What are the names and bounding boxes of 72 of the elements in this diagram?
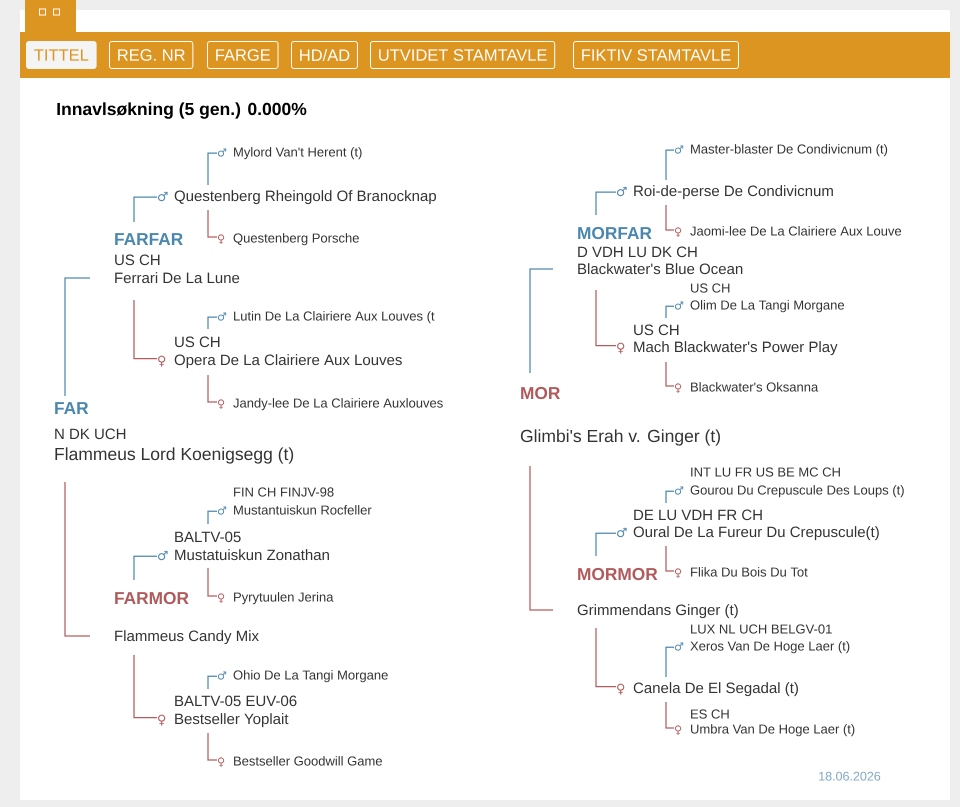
relation-heading: MORMOR (578, 568, 658, 580)
relation-heading: MOR (521, 386, 560, 400)
pedigree-entry: ♀ Flika Du Bois Du Tot (674, 567, 808, 578)
pedigree-entry: LUX NL UCH BELGV-01 ♂ Xeros Van De Hoge Laer (t) (674, 624, 850, 654)
connector-line (665, 546, 674, 572)
connector-line (529, 466, 553, 611)
pedigree-entry: US CH Ferrari De La Lune (115, 254, 240, 284)
date-text: 18.06.2026 (819, 772, 880, 781)
relation-heading: FARMOR (115, 592, 189, 604)
connector-line (665, 205, 674, 231)
connector-line (64, 482, 90, 637)
connector-line (133, 300, 157, 360)
connector-line (133, 196, 157, 222)
connector-line (665, 362, 674, 387)
relation-heading: FARFAR (115, 233, 183, 245)
pedigree-entry: US CH ♀ Mach Blackwater's Power Play (617, 324, 838, 356)
heading: Innavlsøkning (5 gen.) 0.000% (57, 102, 306, 119)
relation-heading: FAR (55, 402, 88, 414)
pedigree-entry: ♂ Roi-de-perse De Condivicnum (617, 185, 833, 200)
connector-line (207, 152, 217, 185)
pedigree-entry: Grimmendans Ginger (t) (578, 604, 738, 618)
pedigree-entry: ♀ Questenberg Porsche (218, 233, 359, 246)
pedigree-entry: N DK UCH Flammeus Lord Koenigsegg (t) (55, 428, 294, 464)
relation-heading: MORFAR (578, 226, 652, 240)
toggle-button: FIKTIV STAMTAVLE (573, 41, 739, 69)
pedigree-entry: ♂ Questenberg Rheingold Of Branocknap (158, 190, 436, 204)
connector-line (207, 568, 217, 597)
connector-line (595, 532, 616, 556)
pedigree-entry: BALTV-05 EUV-06 ♀ Bestseller Yoplait (158, 696, 296, 728)
connector-line (665, 490, 674, 503)
pedigree-entry: US CH ♂ Olim De La Tangi Morgane (674, 283, 844, 312)
pedigree-entry: ♀ Jandy-lee De La Clairiere Auxlouves (218, 398, 443, 410)
connector-line (665, 306, 674, 318)
connector-line (595, 290, 616, 346)
toggle-button: FARGE (207, 41, 279, 69)
toggle-button: TITTEL (26, 41, 97, 69)
toggle-button: UTVIDET STAMTAVLE (370, 41, 556, 69)
toggle-button: HD/AD (291, 41, 358, 69)
pedigree-entry: ♂ Ohio De La Tangi Morgane (218, 670, 388, 682)
connector-line (207, 375, 217, 403)
connector-line (207, 733, 217, 761)
pedigree-entry: ♂ Mylord Van't Herent (t) (218, 147, 362, 160)
connector-line (64, 277, 90, 396)
connector-line (133, 655, 157, 718)
pedigree-entry: DE LU VDH FR CH ♂ Oural De La Fureur Du Crepuscule(t) (617, 510, 879, 540)
connector-line (595, 628, 616, 688)
pedigree-entry: ♀ Blackwater's Oksanna (674, 382, 818, 393)
connector-line (207, 316, 217, 329)
pedigree-entry: US CH ♀ Opera De La Clairiere Aux Louves (158, 336, 402, 368)
connector-line (595, 192, 616, 215)
pedigree-entry: ♀ Pyrytuulen Jerina (218, 592, 334, 604)
pedigree-entry: ♀ Jaomi-lee De La Clairiere Aux Louve (674, 226, 902, 237)
pedigree-entry: Flammeus Candy Mix (115, 630, 259, 644)
pedigree-entry: BALTV-05 ♂ Mustatuiskun Zonathan (158, 532, 329, 560)
pedigree-entry: Glimbi's Erah v. Ginger (t) (520, 429, 720, 446)
connector-line (207, 510, 217, 524)
pedigree-entry: ♂ Master-blaster De Condivicnum (t) (674, 144, 888, 156)
pedigree-entry: FIN CH FINJV-98 ♂ Mustantuiskun Rocfeller (218, 487, 372, 515)
connector-line (207, 210, 217, 238)
pedigree-entry: D VDH LU DK CH Blackwater's Blue Ocean (578, 246, 742, 274)
connector-line (665, 150, 674, 180)
toggle-button: REG. NR (109, 41, 194, 69)
pedigree-entry: ♀ Canela De El Segadal (t) (617, 682, 798, 696)
pedigree-entry: ♂ Lutin De La Clairiere Aux Louves (t (218, 311, 434, 324)
connector-line (207, 676, 217, 689)
pedigree-entry: ES CH ♀ Umbra Van De Hoge Laer (t) (674, 709, 854, 736)
connector-line (133, 556, 157, 580)
pedigree-entry: INT LU FR US BE MC CH ♂ Gourou Du Crepuscule Des Loups (t) (674, 467, 904, 498)
connector-line (529, 268, 553, 373)
pedigree-entry: ♀ Bestseller Goodwill Game (218, 756, 382, 767)
connector-line (665, 646, 674, 677)
connector-line (665, 702, 674, 729)
